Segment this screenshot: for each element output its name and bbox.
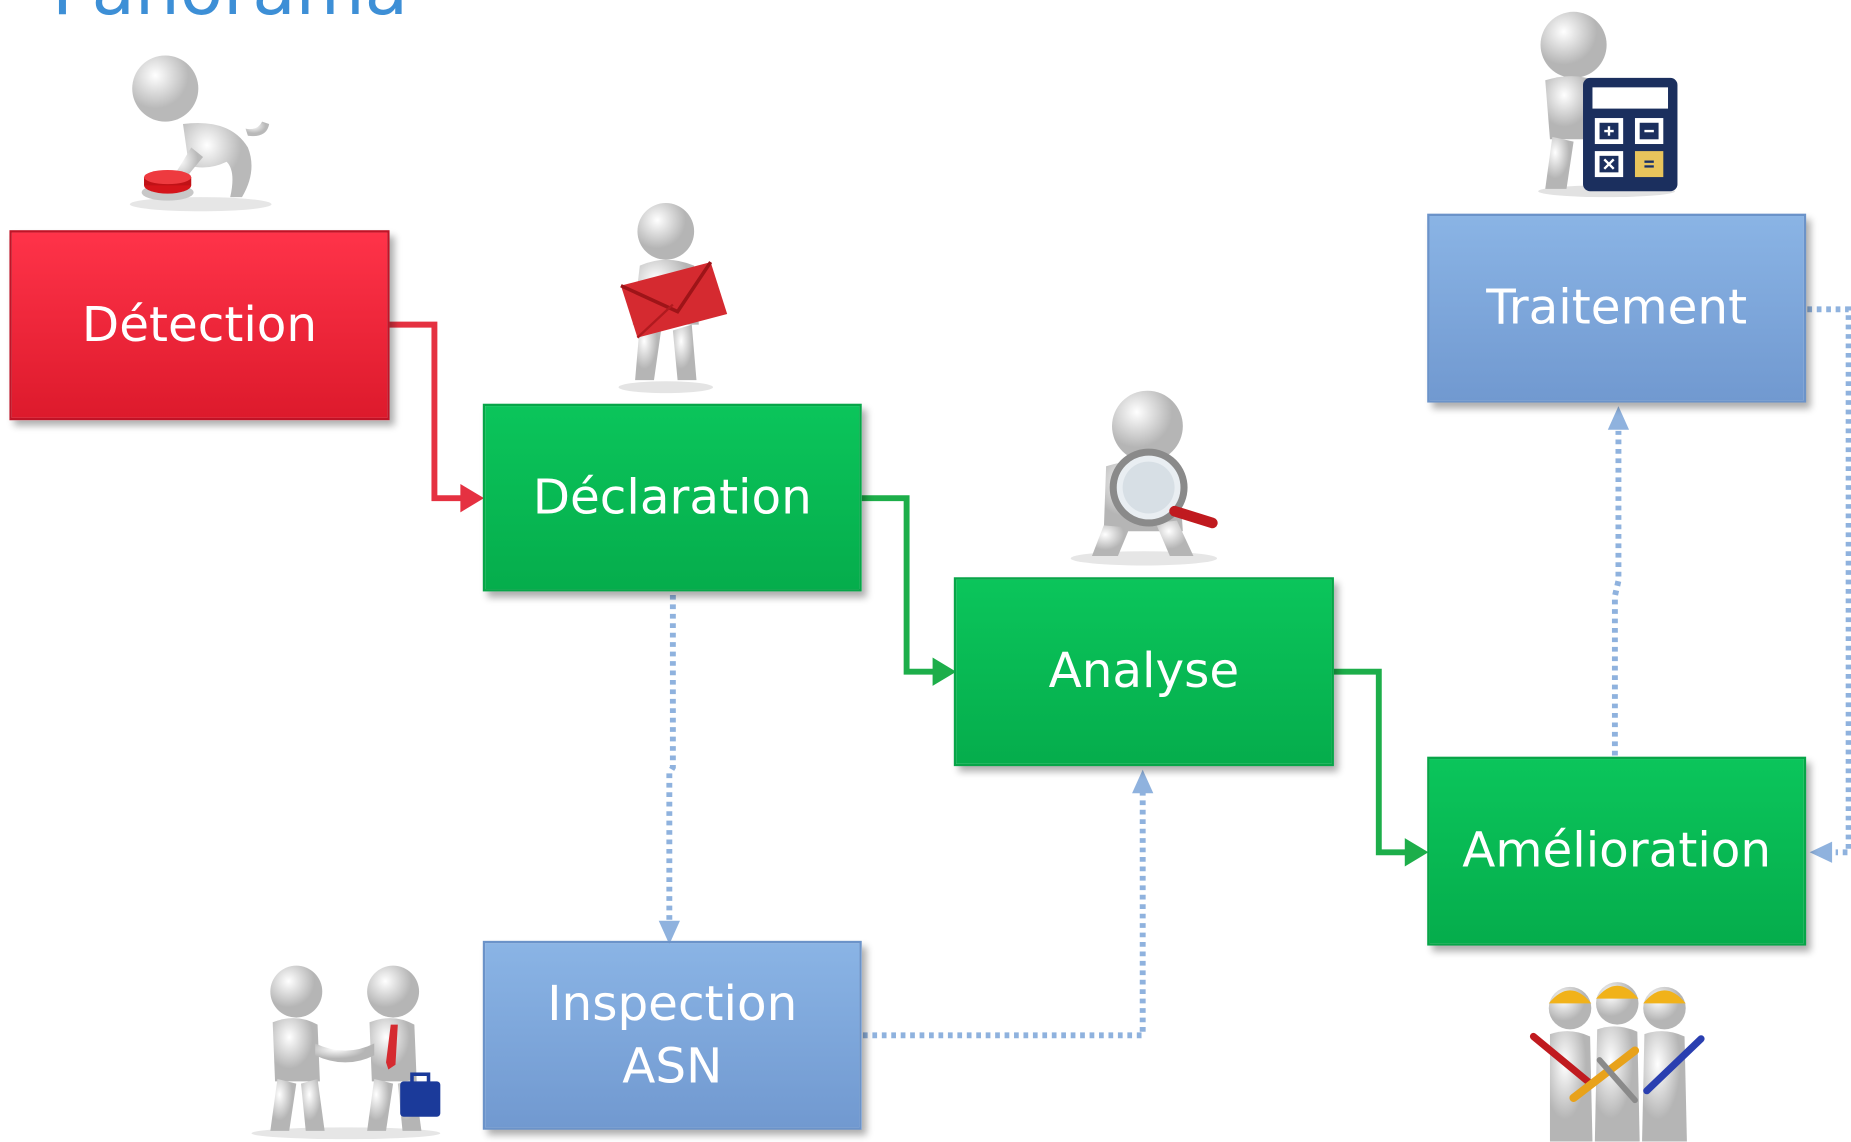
person-with-calculator-icon bbox=[1538, 11, 1678, 198]
connector-traitement-amelioration bbox=[1807, 306, 1851, 856]
connector-detection-declaration bbox=[389, 321, 463, 502]
connector-analyse-amelioration bbox=[1333, 668, 1408, 856]
box-inspection: Inspection ASN bbox=[482, 940, 862, 1130]
box-inspection-label: Inspection ASN bbox=[547, 974, 798, 1095]
person-pressing-red-button-icon bbox=[129, 55, 272, 212]
box-declaration: Déclaration bbox=[482, 403, 862, 592]
box-traitement-label: Traitement bbox=[1486, 278, 1748, 336]
box-amelioration-label: Amélioration bbox=[1462, 822, 1772, 879]
box-analyse-label: Analyse bbox=[1048, 642, 1240, 700]
box-analyse: Analyse bbox=[953, 577, 1334, 767]
connector-declaration-inspection bbox=[666, 594, 676, 921]
workers-with-tools-icon bbox=[1529, 982, 1705, 1142]
connector-inspection-analyse bbox=[862, 790, 1146, 1039]
person-with-magnifier-icon bbox=[1070, 390, 1218, 566]
person-holding-envelope-icon bbox=[618, 203, 728, 394]
box-detection: Détection bbox=[9, 230, 390, 421]
connector-amelioration-traitement bbox=[1611, 430, 1622, 756]
box-declaration-label: Déclaration bbox=[532, 468, 812, 526]
people-handshake-icon bbox=[251, 965, 441, 1140]
box-amelioration: Amélioration bbox=[1427, 756, 1807, 946]
box-detection-label: Détection bbox=[81, 296, 318, 353]
box-traitement: Traitement bbox=[1427, 213, 1807, 403]
page-title: Panorama bbox=[52, 0, 408, 26]
connector-declaration-analyse bbox=[861, 495, 935, 675]
